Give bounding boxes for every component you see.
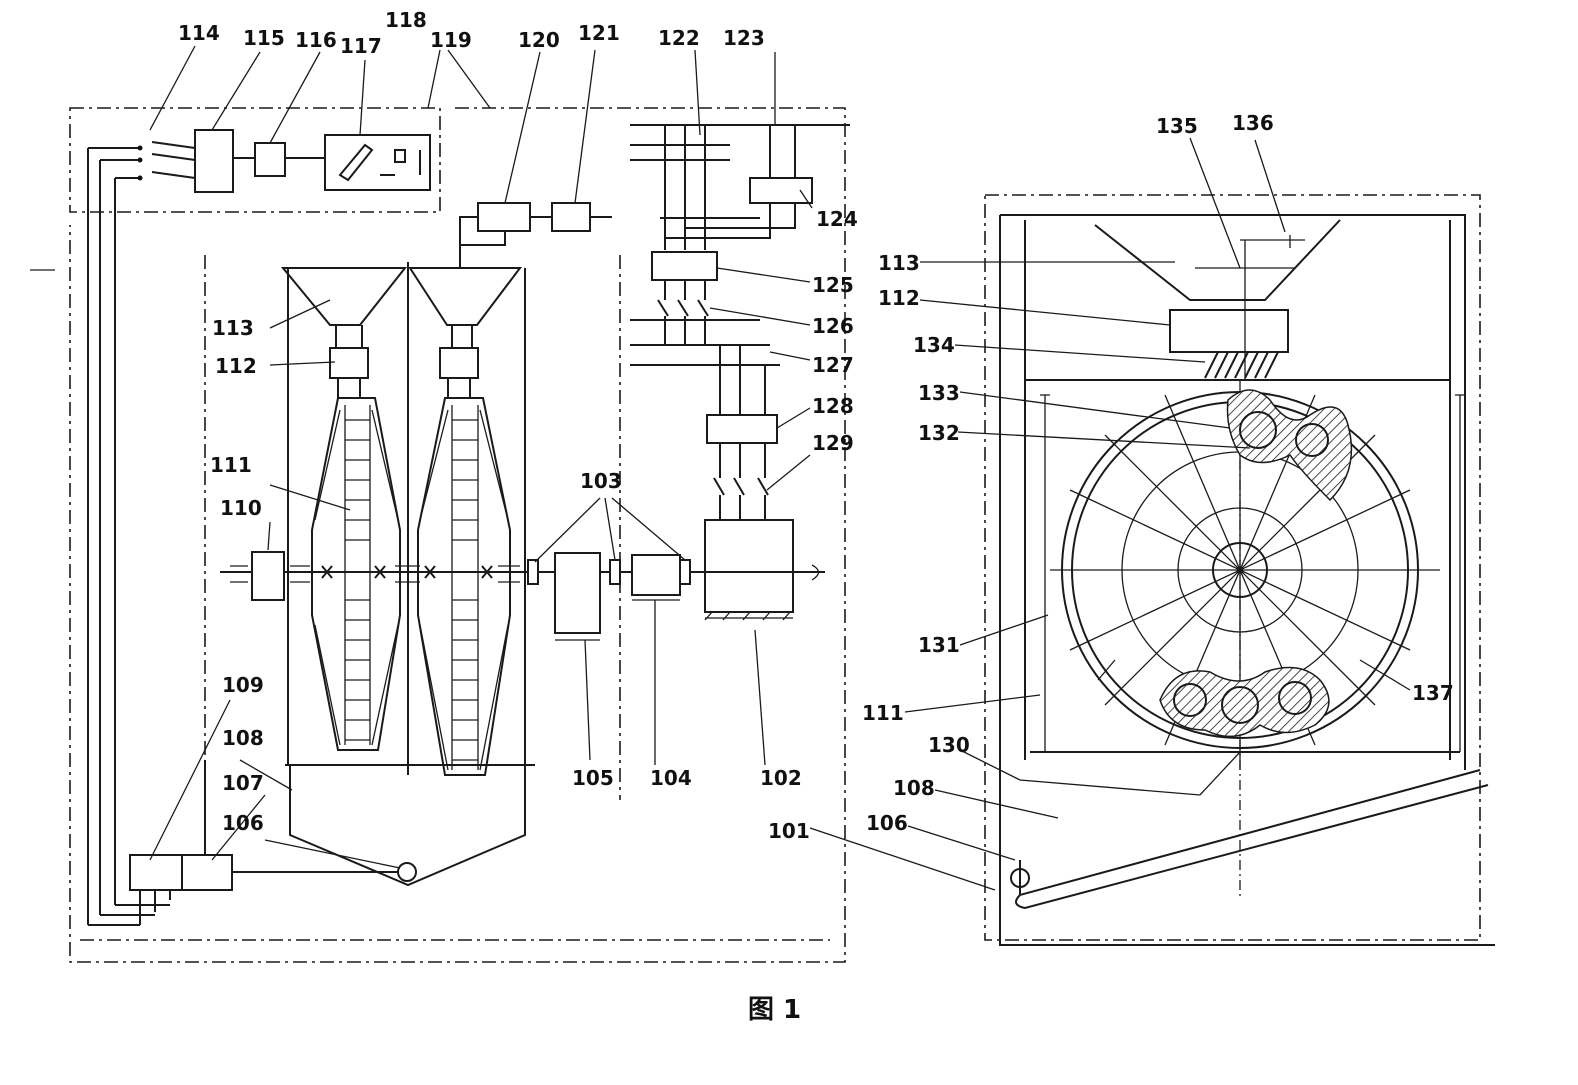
box-115 [195, 130, 233, 192]
feeder-112-right-view [1170, 310, 1288, 352]
label-101: 101 [768, 819, 810, 843]
label-106-right: 106 [866, 811, 908, 835]
label-134: 134 [913, 333, 955, 357]
box-124 [750, 178, 812, 203]
label-135: 135 [1156, 114, 1198, 138]
box-128 [707, 415, 777, 443]
figure-caption: 图 1 [748, 995, 801, 1025]
label-136: 136 [1232, 111, 1274, 135]
label-118: 118 [385, 8, 427, 32]
label-108: 108 [222, 726, 264, 750]
tray-108 [1016, 770, 1488, 908]
label-120: 120 [518, 28, 560, 52]
coupling [680, 560, 690, 584]
feeder-112-left [330, 348, 368, 378]
lifter-lower [1160, 668, 1329, 737]
label-113: 113 [212, 316, 254, 340]
box-104 [632, 555, 680, 595]
lifter-upper [1228, 390, 1352, 500]
box-121 [552, 203, 590, 231]
label-119: 119 [430, 28, 472, 52]
hopper-right [410, 268, 520, 325]
drum-right [418, 398, 510, 775]
label-132: 132 [918, 421, 960, 445]
label-112-right: 112 [878, 286, 920, 310]
label-113-right: 113 [878, 251, 920, 275]
power-bus [630, 125, 850, 160]
label-104: 104 [650, 766, 692, 790]
box-116 [255, 143, 285, 176]
label-111-right: 111 [862, 701, 904, 725]
label-124: 124 [816, 207, 858, 231]
label-122: 122 [658, 26, 700, 50]
label-129: 129 [812, 431, 854, 455]
label-105: 105 [572, 766, 614, 790]
label-123: 123 [723, 26, 765, 50]
hopper-113-right [1095, 220, 1340, 300]
collector-108 [285, 765, 535, 885]
feeder-112-right [440, 348, 478, 378]
box-105 [555, 553, 600, 633]
label-117: 117 [340, 34, 382, 58]
label-130: 130 [928, 733, 970, 757]
label-110: 110 [220, 496, 262, 520]
motor-102 [705, 520, 793, 612]
box-110 [252, 552, 284, 600]
box-120 [478, 203, 530, 231]
control-wire [88, 148, 115, 925]
left-view [30, 46, 850, 962]
box-125 [652, 252, 717, 280]
box-117 [325, 135, 430, 190]
label-131: 131 [918, 633, 960, 657]
inner-frame [205, 255, 620, 800]
label-128: 128 [812, 394, 854, 418]
label-137: 137 [1412, 681, 1454, 705]
label-102: 102 [760, 766, 802, 790]
hopper-left [283, 268, 405, 325]
right-outer-frame [985, 195, 1480, 940]
valve-106 [398, 863, 416, 881]
label-109: 109 [222, 673, 264, 697]
label-116: 116 [295, 28, 337, 52]
label-121: 121 [578, 21, 620, 45]
label-114: 114 [178, 21, 220, 45]
label-112: 112 [215, 354, 257, 378]
label-103: 103 [580, 469, 622, 493]
label-115: 115 [243, 26, 285, 50]
label-106: 106 [222, 811, 264, 835]
label-111: 111 [210, 453, 252, 477]
label-107: 107 [222, 771, 264, 795]
label-108-right: 108 [893, 776, 935, 800]
label-127: 127 [812, 353, 854, 377]
label-125: 125 [812, 273, 854, 297]
label-126: 126 [812, 314, 854, 338]
label-133: 133 [918, 381, 960, 405]
